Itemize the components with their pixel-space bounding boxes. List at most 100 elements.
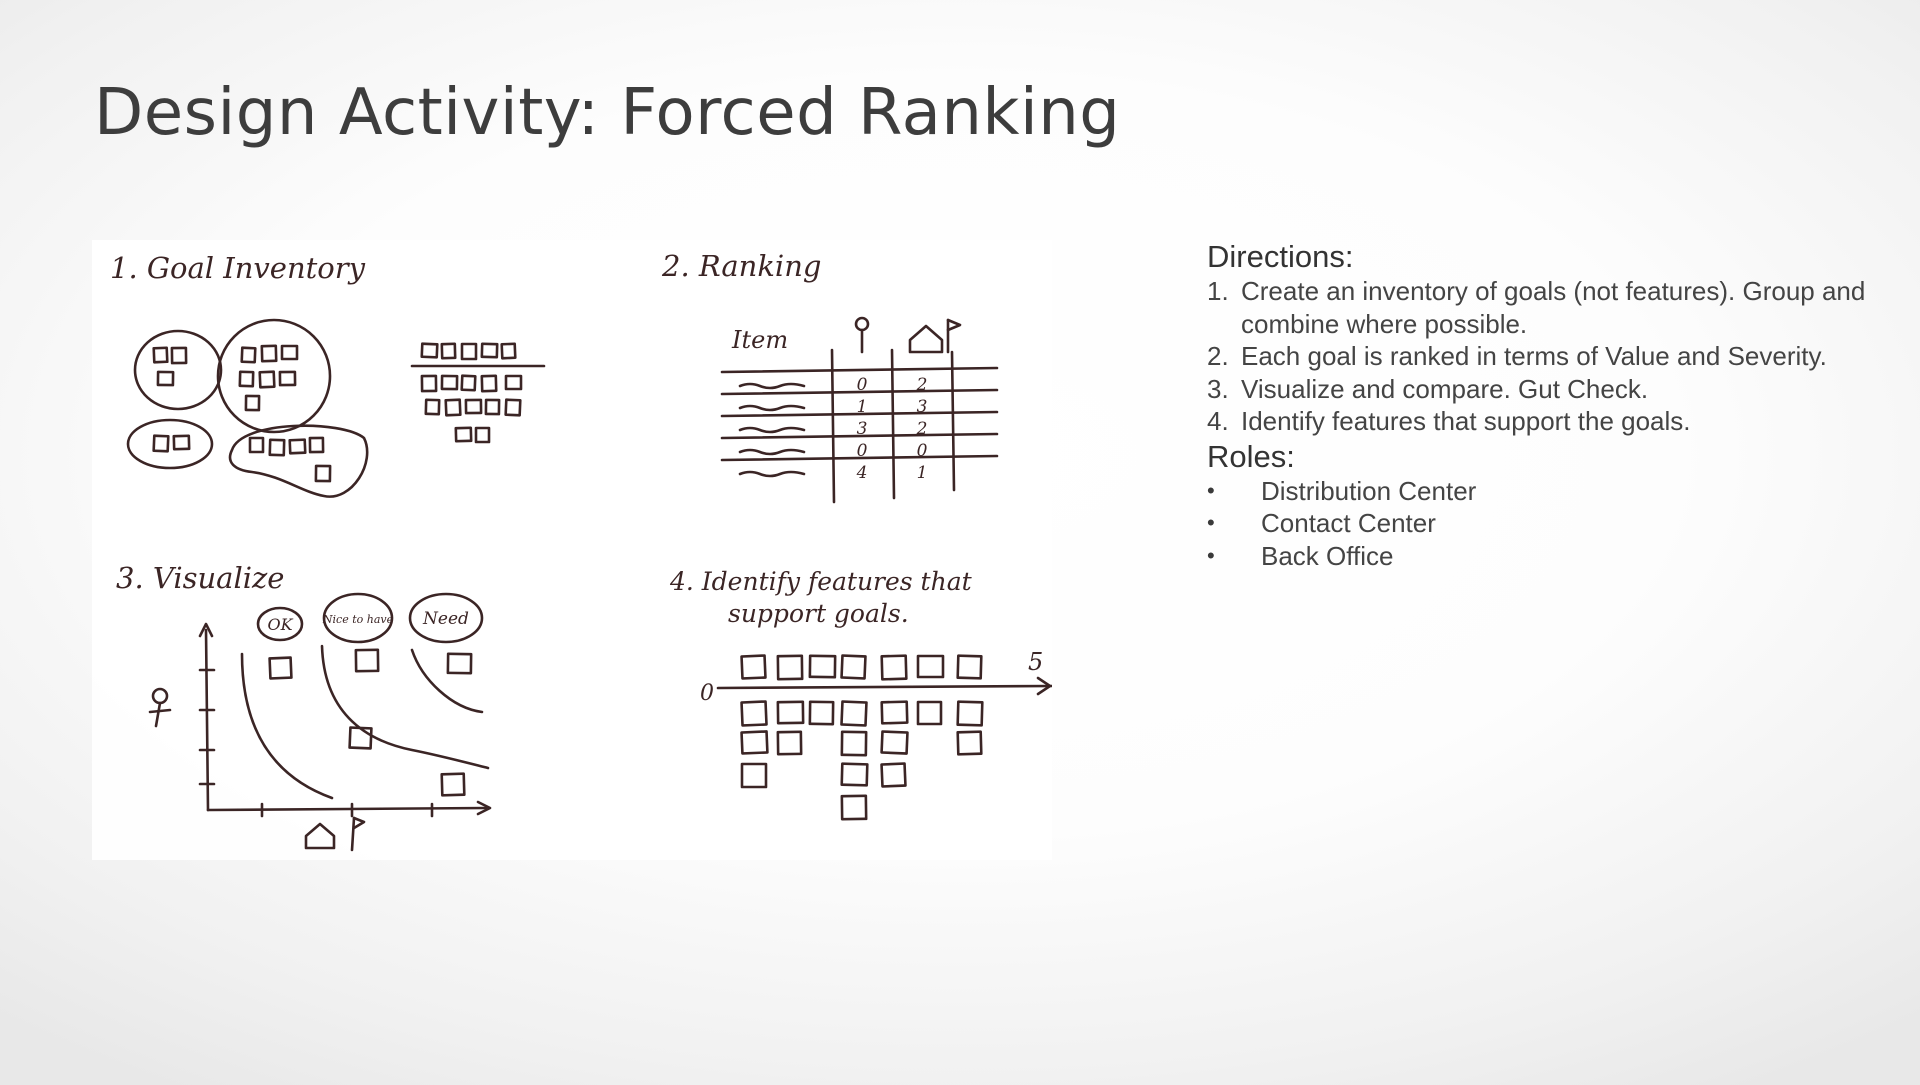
role-label: Distribution Center xyxy=(1261,475,1477,506)
sticky-note xyxy=(840,730,868,757)
sticky-note xyxy=(740,654,767,680)
threshold-curve-nice xyxy=(320,644,490,770)
sticky-note xyxy=(840,654,867,680)
sticky-note xyxy=(170,346,188,365)
direction-item: 1.Create an inventory of goals (not feat… xyxy=(1207,275,1867,340)
table-scribble xyxy=(738,404,806,412)
cluster-2 xyxy=(216,318,332,434)
direction-item: 2. Each goal is ranked in terms of Value … xyxy=(1207,340,1867,373)
sticky-note xyxy=(354,648,380,673)
sticky-note xyxy=(504,398,522,417)
direction-number: 2. xyxy=(1207,341,1229,372)
sticky-note xyxy=(464,398,483,415)
threshold-curve-need xyxy=(410,648,484,714)
sticky-note xyxy=(258,370,276,389)
sticky-note xyxy=(238,370,255,388)
sticky-note xyxy=(268,438,286,457)
features-label-line2: support goals. xyxy=(728,599,909,628)
direction-text: Visualize and compare. Gut Check. xyxy=(1241,373,1649,404)
sticky-note xyxy=(244,394,261,412)
visualize-x-axis xyxy=(206,806,488,812)
features-axis xyxy=(716,684,1052,690)
value-axis-icon-body xyxy=(154,701,162,728)
goal-clusters xyxy=(126,318,546,498)
sticky-note xyxy=(840,700,868,727)
sticky-note xyxy=(308,436,325,454)
sticky-note xyxy=(444,398,462,417)
sticky-note xyxy=(840,762,869,787)
visualize-y-axis xyxy=(204,628,210,812)
table-row-line xyxy=(720,454,999,462)
sticky-note xyxy=(454,426,473,443)
value-axis-icon-arm xyxy=(148,708,172,714)
sticky-note xyxy=(420,374,438,393)
sticky-note xyxy=(260,344,278,363)
sticky-note xyxy=(956,700,984,727)
ranking-cell: 1 xyxy=(857,397,868,417)
sticky-note xyxy=(280,344,299,361)
ranking-cell: 2 xyxy=(916,419,928,439)
hand-drawn-sketch: 1. Goal Inventory 2. Ranking Item xyxy=(92,240,1052,860)
bullet-icon: • xyxy=(1207,510,1215,536)
table-col-line xyxy=(890,348,896,500)
bullet-icon: • xyxy=(1207,542,1215,568)
sticky-note xyxy=(776,730,803,756)
sticky-note xyxy=(268,656,293,680)
ranking-cell: 1 xyxy=(917,463,928,483)
scale-min-label: 0 xyxy=(700,681,714,706)
direction-text: Each goal is ranked in terms of Value an… xyxy=(1241,341,1827,372)
sticky-note xyxy=(440,772,466,797)
visualize-sticky-notes xyxy=(268,648,473,797)
sticky-note xyxy=(880,730,909,755)
threshold-curve-ok xyxy=(240,652,334,800)
instructions-panel: Directions: 1.Create an inventory of goa… xyxy=(1207,238,1867,572)
ranking-cell: 0 xyxy=(857,375,868,395)
directions-heading: Directions: xyxy=(1207,239,1354,274)
features-axis-arrow xyxy=(1036,676,1052,696)
zone-need-label: Need xyxy=(422,609,469,629)
slide-title: Design Activity: Forced Ranking xyxy=(94,76,1121,150)
sticky-note xyxy=(240,346,257,364)
sticky-note xyxy=(808,700,835,726)
sticky-note xyxy=(152,346,169,364)
direction-item: 4.Identify features that support the goa… xyxy=(1207,405,1867,438)
table-scribble xyxy=(738,448,806,456)
cluster-1 xyxy=(133,329,223,411)
sticky-note xyxy=(460,374,477,392)
sticky-note xyxy=(484,398,501,416)
features-axis-line xyxy=(716,684,1052,690)
sticky-note xyxy=(740,700,768,727)
zone-ok-bubble xyxy=(256,606,304,642)
feature-sticky-notes xyxy=(740,654,1052,821)
sticky-note xyxy=(440,342,457,360)
sticky-note xyxy=(288,438,307,455)
ranking-cell: 0 xyxy=(857,441,868,461)
sticky-note xyxy=(776,654,804,681)
sticky-note xyxy=(880,654,908,681)
scale-max-label: 5 xyxy=(1028,648,1043,676)
table-col-line xyxy=(830,348,836,504)
table-scribble xyxy=(738,426,806,434)
sticky-note xyxy=(348,726,373,750)
direction-text: Identify features that support the goals… xyxy=(1241,406,1691,437)
sticky-note xyxy=(420,342,439,359)
zone-ok-label: OK xyxy=(267,615,293,634)
role-item: •Back Office xyxy=(1207,540,1867,573)
ranking-label: 2. Ranking xyxy=(661,249,821,283)
role-item: •Distribution Center xyxy=(1207,475,1867,508)
sticky-note xyxy=(440,374,459,391)
severity-axis-flag xyxy=(352,816,366,830)
directions-list: 1.Create an inventory of goals (not feat… xyxy=(1207,275,1867,438)
sticky-note xyxy=(480,342,499,359)
ranking-cell: 4 xyxy=(856,463,868,483)
sticky-note xyxy=(880,700,909,725)
role-item: •Contact Center xyxy=(1207,507,1867,540)
visualize-y-arrow xyxy=(198,622,214,638)
sticky-note xyxy=(474,426,491,444)
roles-heading: Roles: xyxy=(1207,438,1295,474)
direction-text: Create an inventory of goals (not featur… xyxy=(1241,276,1866,339)
cluster-3 xyxy=(126,418,214,470)
zone-nice-label: Nice to have xyxy=(322,613,394,626)
